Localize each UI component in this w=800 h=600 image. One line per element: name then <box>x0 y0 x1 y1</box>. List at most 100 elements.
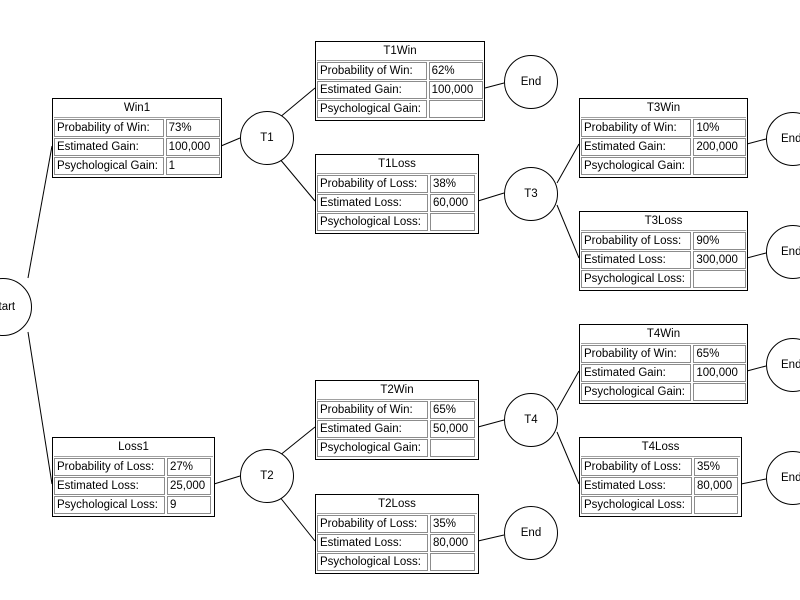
box-title: Loss1 <box>54 439 213 457</box>
edge-t4win-end <box>746 365 767 372</box>
field-label: Probability of Win: <box>54 119 164 137</box>
edge-t1win-end <box>484 82 505 89</box>
field-value[interactable]: 65% <box>693 345 746 363</box>
t3win-box[interactable]: T3Win Probability of Win:10% Estimated G… <box>579 98 748 178</box>
win1-box[interactable]: Win1 Probability of Win:73% Estimated Ga… <box>52 98 222 178</box>
field-value[interactable]: 62% <box>428 62 483 80</box>
field-value[interactable]: 73% <box>165 119 220 137</box>
field-label: Probability of Loss: <box>317 515 428 533</box>
field-value[interactable] <box>694 496 738 514</box>
field-value[interactable] <box>430 439 475 457</box>
field-label: Estimated Loss: <box>317 194 428 212</box>
estimate-row: Estimated Gain:50,000 <box>317 420 477 439</box>
probability-row: Probability of Win:73% <box>54 119 220 138</box>
t2-node[interactable]: T2 <box>240 449 294 503</box>
psychological-row: Psychological Gain: <box>317 439 477 458</box>
field-value[interactable]: 50,000 <box>430 420 475 438</box>
start-node-label: Start <box>0 301 16 313</box>
edge-t3-t3win <box>556 143 580 184</box>
edge-t1-t1loss <box>278 157 316 202</box>
field-value[interactable]: 300,000 <box>693 251 746 269</box>
t1win-box[interactable]: T1Win Probability of Win:62% Estimated G… <box>315 41 485 121</box>
field-label: Estimated Loss: <box>317 534 428 552</box>
t2loss-box[interactable]: T2Loss Probability of Loss:35% Estimated… <box>315 494 479 574</box>
field-label: Estimated Gain: <box>317 81 427 99</box>
end-node-label: End <box>781 246 800 258</box>
edge-t3win-end <box>746 138 767 145</box>
estimate-row: Estimated Loss:80,000 <box>317 534 477 553</box>
t1-node-label: T1 <box>260 132 274 144</box>
field-value[interactable]: 100,000 <box>693 364 746 382</box>
t1loss-box[interactable]: T1Loss Probability of Loss:38% Estimated… <box>315 154 479 234</box>
t3-node-label: T3 <box>524 188 538 200</box>
field-label: Psychological Gain: <box>581 157 692 175</box>
field-value[interactable] <box>430 553 475 571</box>
field-value[interactable]: 200,000 <box>693 138 746 156</box>
psychological-row: Psychological Loss: <box>581 496 740 515</box>
t3-node[interactable]: T3 <box>504 167 558 221</box>
field-label: Psychological Loss: <box>581 270 692 288</box>
t1-node[interactable]: T1 <box>240 111 294 165</box>
psychological-row: Psychological Gain:1 <box>54 157 220 176</box>
psychological-row: Psychological Gain: <box>581 157 746 176</box>
t4-node[interactable]: T4 <box>504 393 558 447</box>
end-node-label: End <box>781 472 800 484</box>
field-value[interactable]: 80,000 <box>430 534 475 552</box>
field-value[interactable]: 90% <box>693 232 746 250</box>
field-value[interactable]: 1 <box>165 157 220 175</box>
field-label: Estimated Loss: <box>54 477 165 495</box>
edge-t2-t2win <box>278 426 316 457</box>
field-label: Psychological Loss: <box>54 496 165 514</box>
field-value[interactable]: 100,000 <box>165 138 220 156</box>
field-value[interactable]: 65% <box>430 401 475 419</box>
field-label: Psychological Gain: <box>54 157 164 175</box>
field-label: Probability of Win: <box>317 401 428 419</box>
edge-t4-t4win <box>556 370 580 411</box>
estimate-row: Estimated Loss:25,000 <box>54 477 213 496</box>
edge-start-win1 <box>27 145 53 279</box>
edge-t4loss-end <box>740 478 767 485</box>
field-value[interactable] <box>693 270 746 288</box>
field-value[interactable]: 100,000 <box>428 81 483 99</box>
field-value[interactable]: 35% <box>694 458 738 476</box>
field-value[interactable]: 38% <box>430 175 475 193</box>
estimate-row: Estimated Loss:80,000 <box>581 477 740 496</box>
field-label: Probability of Loss: <box>54 458 165 476</box>
field-label: Estimated Gain: <box>581 364 692 382</box>
t4win-box[interactable]: T4Win Probability of Win:65% Estimated G… <box>579 324 748 404</box>
field-value[interactable]: 35% <box>430 515 475 533</box>
estimate-row: Estimated Gain:200,000 <box>581 138 746 157</box>
t2win-box[interactable]: T2Win Probability of Win:65% Estimated G… <box>315 380 479 460</box>
field-label: Probability of Win: <box>581 119 692 137</box>
field-label: Estimated Loss: <box>581 251 692 269</box>
end-node-t1win[interactable]: End <box>504 55 558 109</box>
psychological-row: Psychological Loss: <box>317 553 477 572</box>
edge-t4-t4loss <box>556 431 580 485</box>
psychological-row: Psychological Loss: <box>581 270 746 289</box>
box-title: T4Win <box>581 326 746 344</box>
field-value[interactable]: 25,000 <box>167 477 211 495</box>
field-value[interactable]: 60,000 <box>430 194 475 212</box>
estimate-row: Estimated Loss:60,000 <box>317 194 477 213</box>
box-title: T2Win <box>317 382 477 400</box>
t3loss-box[interactable]: T3Loss Probability of Loss:90% Estimated… <box>579 211 748 291</box>
loss1-box[interactable]: Loss1 Probability of Loss:27% Estimated … <box>52 437 215 517</box>
field-value[interactable] <box>693 383 746 401</box>
box-title: T1Win <box>317 43 483 61</box>
field-label: Psychological Loss: <box>581 496 692 514</box>
field-value[interactable] <box>430 213 475 231</box>
field-label: Psychological Loss: <box>317 553 428 571</box>
psychological-row: Psychological Gain: <box>581 383 746 402</box>
field-value[interactable] <box>693 157 746 175</box>
probability-row: Probability of Win:10% <box>581 119 746 138</box>
field-value[interactable]: 10% <box>693 119 746 137</box>
field-label: Probability of Win: <box>581 345 692 363</box>
field-value[interactable]: 27% <box>167 458 211 476</box>
field-value[interactable]: 9 <box>167 496 211 514</box>
t4loss-box[interactable]: T4Loss Probability of Loss:35% Estimated… <box>579 437 742 517</box>
field-value[interactable]: 80,000 <box>694 477 738 495</box>
field-value[interactable] <box>428 100 483 118</box>
end-node-t2loss[interactable]: End <box>504 506 558 560</box>
probability-row: Probability of Win:65% <box>581 345 746 364</box>
